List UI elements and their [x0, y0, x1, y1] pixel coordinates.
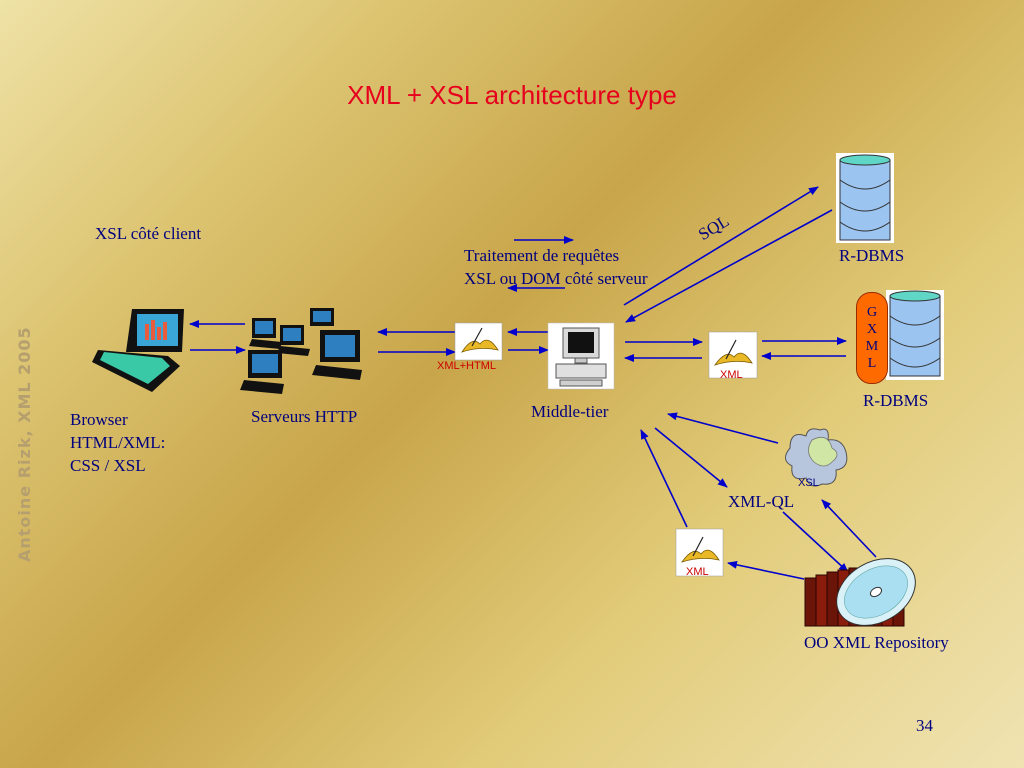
- browser-label-line3: CSS / XSL: [70, 456, 146, 475]
- rdbms-top-label: R-DBMS: [839, 246, 905, 265]
- oo-repository-label: OO XML Repository: [804, 633, 949, 652]
- browser-laptop-icon: [92, 309, 184, 392]
- middle-tier-label: Middle-tier: [531, 402, 609, 421]
- xml-doc-right-label: XML: [720, 369, 743, 381]
- page-number: 34: [916, 716, 933, 735]
- xml-ql-label: XML-QL: [728, 492, 795, 511]
- http-servers-icon: [240, 308, 362, 394]
- middle-tier-computer-icon: [547, 322, 615, 390]
- xsl-puzzle-label: XSL: [798, 477, 819, 489]
- arrow-rdbms-to-middle: [625, 209, 833, 323]
- xml-doc-bottom-label: XML: [686, 566, 709, 578]
- xsl-client-label: XSL côté client: [95, 224, 202, 243]
- rdbms-database-icon-top: [836, 153, 894, 243]
- arrow-sql-to-rdbms: [623, 186, 819, 306]
- xml-html-doc-label: XML+HTML: [437, 360, 496, 372]
- arrow-xmlql-to-repo: [782, 511, 849, 573]
- arrow-xsl-to-middle: [667, 412, 779, 444]
- xsl-puzzle-icon: [785, 428, 848, 487]
- traitement-label-line2: XSL ou DOM côté serveur: [464, 269, 648, 288]
- serveurs-http-label: Serveurs HTTP: [251, 407, 358, 426]
- arrow-repo-to-xml: [727, 560, 805, 580]
- gxml-letter-g: G: [866, 305, 878, 320]
- gxml-letter-m: M: [865, 339, 879, 354]
- browser-label-line2: HTML/XML:: [70, 433, 166, 452]
- gxml-letter-x: X: [866, 322, 878, 337]
- xml-html-document-icon: [454, 322, 503, 361]
- slide-title: XML + XSL architecture type: [347, 80, 677, 110]
- traitement-label-line1: Traitement de requêtes: [464, 246, 620, 265]
- arrow-repo-to-xsl: [821, 499, 877, 558]
- arrow-xml-to-middle-diag: [640, 429, 688, 528]
- rdbms-bottom-label: R-DBMS: [863, 391, 929, 410]
- xml-document-icon-right: [708, 331, 758, 379]
- arrow-middle-to-xmlql: [654, 427, 728, 488]
- arrows: [189, 186, 877, 580]
- gxml-badge: G X M L: [856, 292, 888, 384]
- browser-label-line1: Browser: [70, 410, 128, 429]
- gxml-letter-l: L: [867, 356, 877, 371]
- xml-document-icon-bottom: [675, 528, 724, 577]
- rdbms-database-icon-bottom: [886, 290, 944, 380]
- oo-repository-books-cd-icon: [804, 558, 916, 627]
